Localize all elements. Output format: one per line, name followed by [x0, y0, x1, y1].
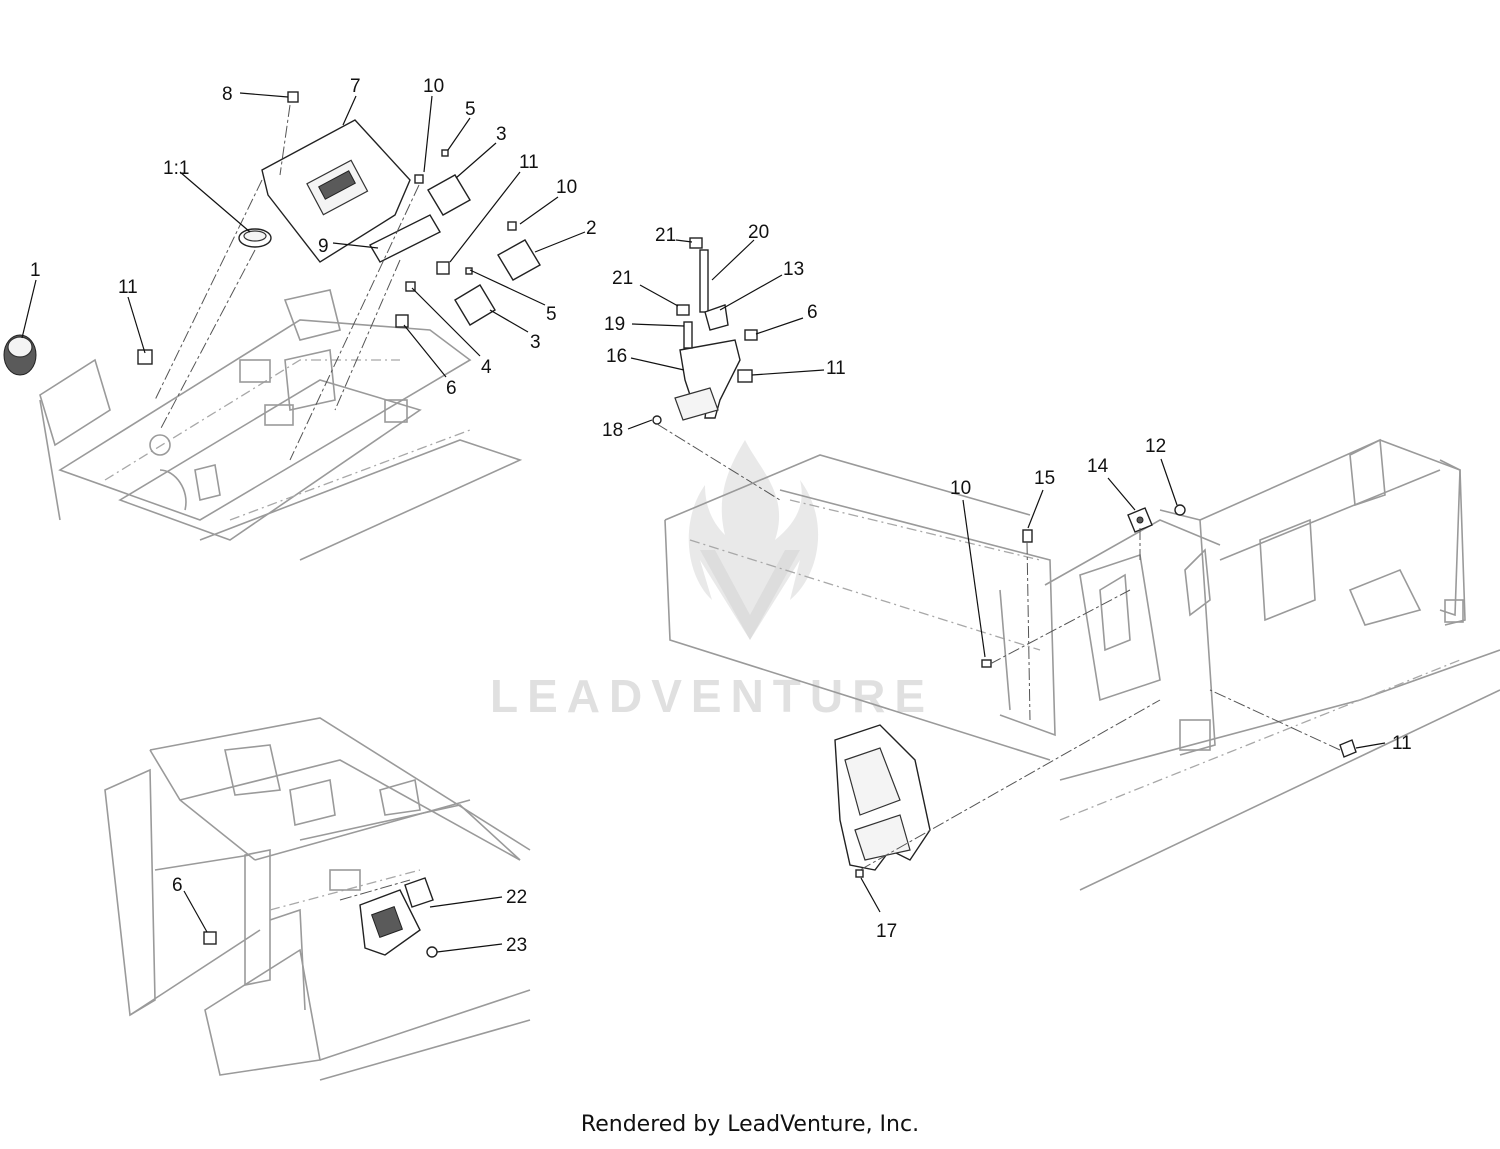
callout-14: 14 [1087, 456, 1109, 477]
item-12-nut [1174, 504, 1186, 516]
callout-6d: 6 [172, 875, 183, 896]
flame-logo-icon [688, 440, 819, 640]
top-center-callouts: 21 20 13 21 19 6 16 11 18 [602, 222, 846, 441]
callout-3b: 3 [530, 332, 541, 353]
top-left-leaders [21, 92, 586, 378]
item-5-screw-a [441, 149, 449, 157]
callout-5b: 5 [546, 304, 557, 325]
callout-18: 18 [602, 420, 623, 441]
right-leaders [860, 458, 1386, 913]
item-11-clip-b [436, 261, 450, 275]
v-logo-icon [700, 550, 800, 640]
right-parts [834, 504, 1357, 878]
top-center-assembly [652, 237, 781, 501]
callout-21b: 21 [612, 268, 633, 289]
top-center-leaders [627, 239, 825, 430]
watermark-brand: LEADVENTURE [490, 670, 934, 722]
callout-11: 11 [519, 152, 539, 173]
callout-6: 6 [446, 378, 457, 399]
callout-13: 13 [783, 259, 804, 280]
callout-20: 20 [748, 222, 769, 243]
item-10-bolt-right [981, 659, 992, 668]
callout-22: 22 [506, 887, 527, 908]
item-21-nut-lower [676, 304, 690, 316]
item-23-screw [426, 946, 438, 958]
callout-2: 2 [586, 218, 597, 239]
callout-1-1: 1:1 [163, 158, 189, 179]
item-15-bolt [1022, 529, 1033, 543]
callout-1: 1 [30, 260, 41, 281]
callout-10: 10 [423, 76, 444, 97]
footer-credit: Rendered by LeadVenture, Inc. [580, 1112, 920, 1137]
bottom-left-callouts: 6 22 23 [172, 875, 527, 956]
callout-12: 12 [1145, 436, 1166, 457]
top-left-callouts: 8 7 10 5 3 11 10 2 1:1 1 11 9 5 3 4 6 [30, 76, 597, 399]
top-left-frame [39, 289, 523, 561]
callout-4: 4 [481, 357, 492, 378]
callout-8: 8 [222, 84, 233, 105]
item-19-spacer [683, 321, 693, 349]
item-3-relay-upper [427, 174, 471, 216]
item-6-clip [395, 314, 409, 328]
item-17-screw [855, 869, 864, 878]
item-11-clip-a [137, 349, 153, 365]
callout-19: 19 [604, 314, 625, 335]
callout-3: 3 [496, 124, 507, 145]
callout-15: 15 [1034, 468, 1055, 489]
bottom-left-frame [104, 717, 531, 1081]
callout-23: 23 [506, 935, 527, 956]
top-left-parts [3, 91, 541, 461]
bottom-left-leaders [183, 890, 503, 953]
item-22-connector [404, 877, 434, 908]
item-11-clip-right [1339, 739, 1357, 758]
item-16-bracket [679, 339, 741, 419]
item-4-nut [405, 281, 416, 292]
callout-6c: 6 [807, 302, 818, 323]
callout-11d: 11 [1392, 733, 1412, 754]
right-callouts: 12 14 10 15 11 17 [876, 436, 1412, 942]
callout-11c: 11 [826, 358, 846, 379]
callout-5: 5 [465, 99, 476, 120]
callout-21: 21 [655, 225, 676, 246]
item-13-switch [704, 304, 729, 331]
item-2-relay [497, 239, 541, 281]
item-10-bolt-a [414, 174, 424, 184]
bottom-left-parts [203, 877, 438, 958]
item-20-stud [699, 249, 709, 313]
callout-11b: 11 [118, 277, 138, 298]
callout-16: 16 [606, 346, 627, 367]
callout-17: 17 [876, 921, 897, 942]
item-9-bracket [369, 214, 441, 263]
item-10-bolt-b [507, 221, 517, 231]
callout-10b: 10 [556, 177, 577, 198]
callout-10c: 10 [950, 478, 971, 499]
right-frame [664, 438, 1500, 891]
item-21-nut-upper [689, 237, 703, 249]
item-6-clip-center [744, 329, 758, 341]
item-8-bolt [287, 91, 299, 103]
callout-9: 9 [318, 236, 329, 257]
callout-7: 7 [350, 76, 361, 97]
item-18-washer [652, 415, 662, 425]
leadventure-watermark: LEADVENTURE [490, 440, 934, 722]
item-6-clip-bottom [203, 931, 217, 945]
item-3-relay-lower [454, 284, 496, 326]
item-11-clip-center [737, 369, 753, 383]
